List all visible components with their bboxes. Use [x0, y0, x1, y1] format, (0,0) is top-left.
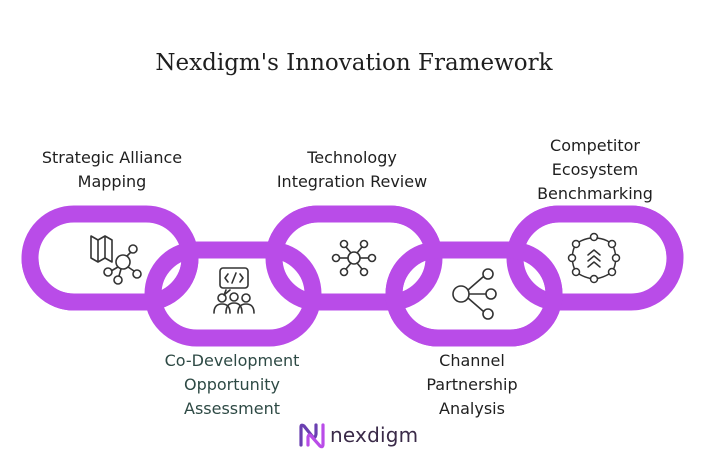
label-line: Technology — [307, 148, 397, 167]
alliance-network-icon — [90, 235, 142, 285]
label-technology-integration-review: Technology Integration Review — [262, 146, 442, 194]
label-line: Integration Review — [276, 172, 428, 191]
page-title: Nexdigm's Innovation Framework — [155, 50, 553, 76]
label-line: Channel — [439, 351, 505, 370]
ecosystem-ring-icon — [567, 232, 621, 284]
label-line: Benchmarking — [537, 184, 653, 203]
label-channel-partnership-analysis: Channel Partnership Analysis — [382, 349, 562, 421]
team-code-collaboration-icon — [213, 267, 255, 314]
label-line: Assessment — [184, 399, 280, 418]
nexdigm-logo-icon — [299, 423, 325, 449]
label-competitor-ecosystem-benchmarking: Competitor Ecosystem Benchmarking — [505, 134, 685, 206]
label-co-development-opportunity-assessment: Co-Development Opportunity Assessment — [142, 349, 322, 421]
label-line: Opportunity — [183, 375, 280, 394]
hub-network-icon — [331, 239, 377, 277]
distribution-nodes-icon — [452, 268, 497, 320]
nexdigm-logo: nexdigm — [298, 418, 418, 452]
label-line: Mapping — [77, 172, 147, 191]
label-strategic-alliance-mapping: Strategic Alliance Mapping — [22, 146, 202, 194]
label-line: Analysis — [439, 399, 505, 418]
label-line: Competitor — [550, 136, 640, 155]
label-line: Partnership — [426, 375, 518, 394]
label-line: Strategic Alliance — [41, 148, 183, 167]
label-line: Co-Development — [164, 351, 300, 370]
label-line: Ecosystem — [551, 160, 639, 179]
logo-wordmark: nexdigm — [330, 423, 419, 447]
